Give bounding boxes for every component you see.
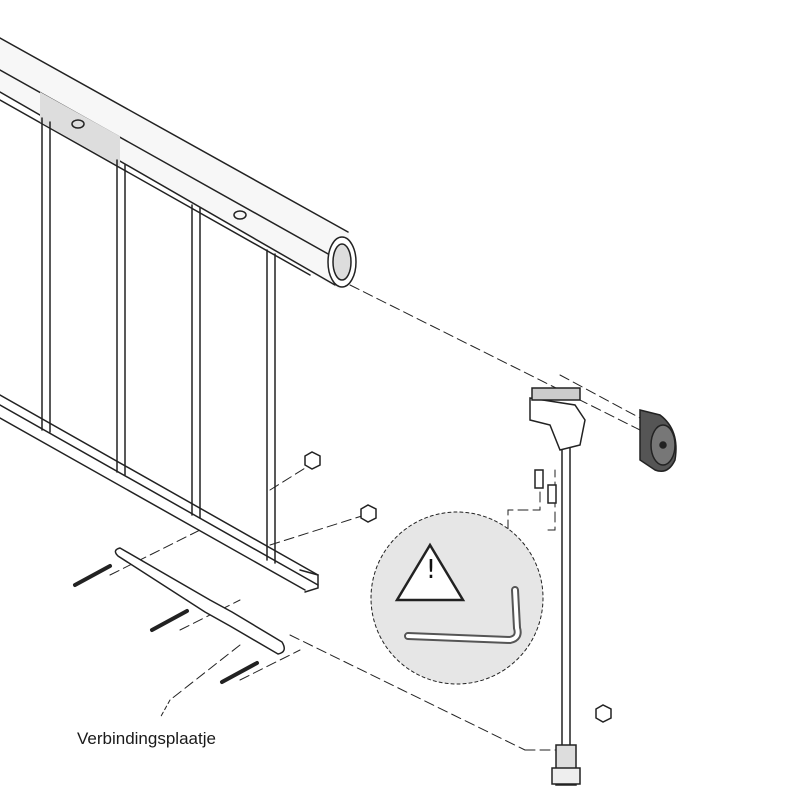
- warning-exclamation: !: [425, 555, 437, 585]
- bottom-rail: [0, 394, 319, 593]
- connecting-plate: [114, 547, 285, 655]
- rail-screw: [233, 210, 247, 220]
- screws: [73, 564, 259, 684]
- rail-screw: [71, 119, 85, 129]
- end-cap: [639, 409, 677, 472]
- tool-callout: [370, 511, 544, 685]
- end-post: [529, 387, 586, 786]
- warning-icon: [394, 542, 466, 602]
- callout-label: Verbindingsplaatje: [77, 729, 216, 748]
- top-rail: [0, 37, 357, 290]
- nuts: [304, 451, 612, 723]
- fence-posts: [41, 117, 276, 564]
